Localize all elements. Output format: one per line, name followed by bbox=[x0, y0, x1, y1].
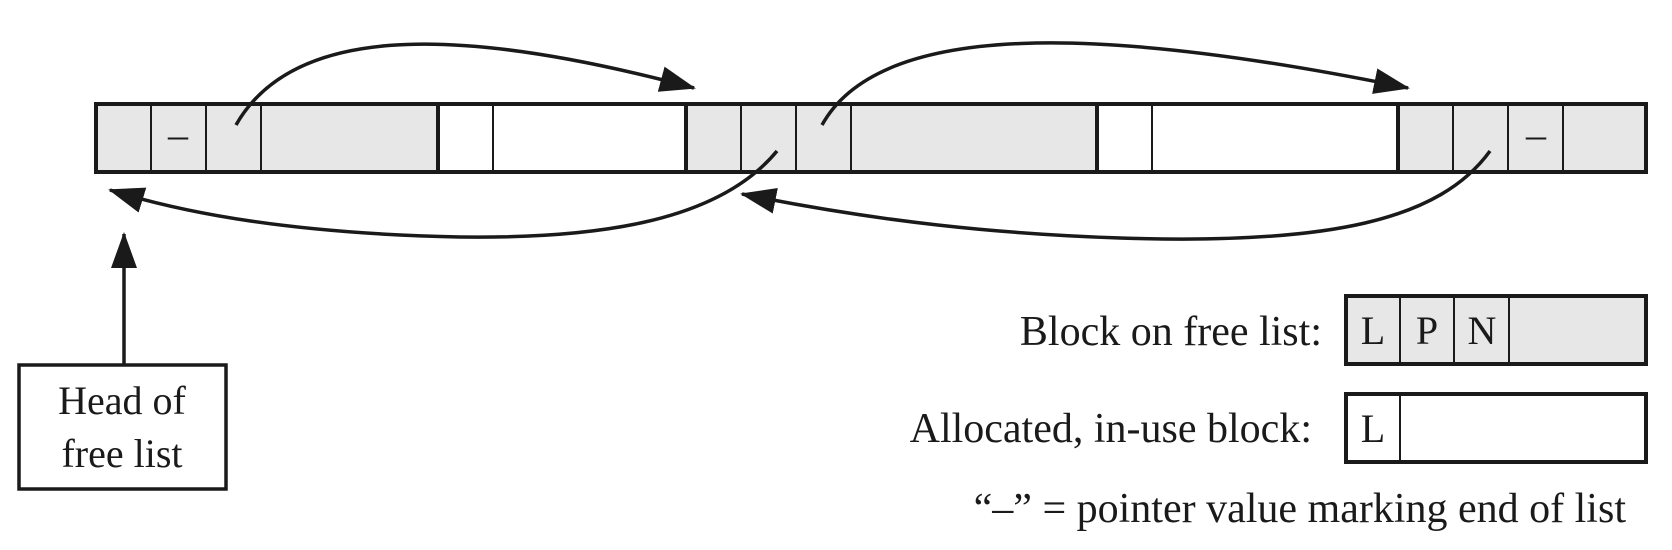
free-block-2 bbox=[684, 102, 1099, 174]
legend-field-P: P bbox=[1416, 308, 1438, 353]
prev-end-marker: – bbox=[167, 112, 189, 157]
head-box-line-2: free list bbox=[61, 431, 182, 476]
next-end-marker: – bbox=[1525, 112, 1547, 157]
legend-alloc-label: Allocated, in-use block: bbox=[910, 406, 1312, 452]
legend-allocated-block: Allocated, in-use block: L bbox=[910, 392, 1648, 464]
allocated-block-1 bbox=[436, 102, 688, 174]
head-box-line-1: Head of bbox=[58, 378, 186, 423]
next-pointer-arrow-2 bbox=[820, 41, 1410, 126]
prev-pointer-arrow-2 bbox=[740, 149, 1492, 241]
head-of-free-list-box: Head of free list bbox=[17, 363, 228, 491]
legend-alloc-field-L: L bbox=[1361, 406, 1385, 451]
end-marker-note: “–” = pointer value marking end of list bbox=[974, 486, 1627, 532]
legend-free-label: Block on free list: bbox=[1020, 309, 1322, 355]
legend-free-block: Block on free list: L P N bbox=[1020, 294, 1648, 366]
free-block-3: – bbox=[1396, 102, 1648, 174]
legend-field-N: N bbox=[1468, 308, 1497, 353]
legend-field-L: L bbox=[1361, 308, 1385, 353]
free-block-1: – bbox=[94, 102, 440, 174]
next-pointer-arrow-1 bbox=[234, 42, 696, 126]
allocated-block-2 bbox=[1095, 102, 1400, 174]
prev-pointer-arrow-1 bbox=[108, 149, 779, 239]
